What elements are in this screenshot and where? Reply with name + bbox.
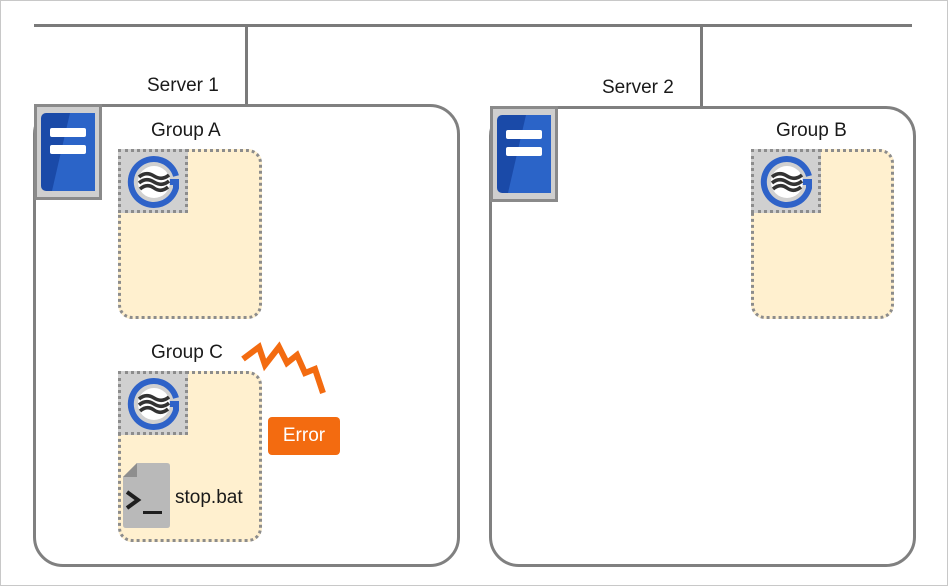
lightning-bolt-icon [241, 341, 326, 394]
server-icon [490, 106, 558, 202]
group-c-resource-icon [118, 371, 188, 435]
server-2-label: Server 2 [602, 77, 674, 98]
error-badge: Error [268, 417, 340, 455]
group-a-resource-icon [118, 149, 188, 213]
group-c-label: Group C [151, 342, 223, 363]
server-2-network-link [700, 26, 703, 108]
script-file-icon [121, 461, 171, 534]
group-a-label: Group A [151, 120, 221, 141]
network-bus-line [34, 24, 912, 27]
server-1-label: Server 1 [147, 75, 219, 96]
group-b-resource-icon [751, 149, 821, 213]
server-icon [34, 104, 102, 200]
script-file-label: stop.bat [175, 487, 243, 508]
group-b-label: Group B [776, 120, 847, 141]
server-1-network-link [245, 26, 248, 106]
